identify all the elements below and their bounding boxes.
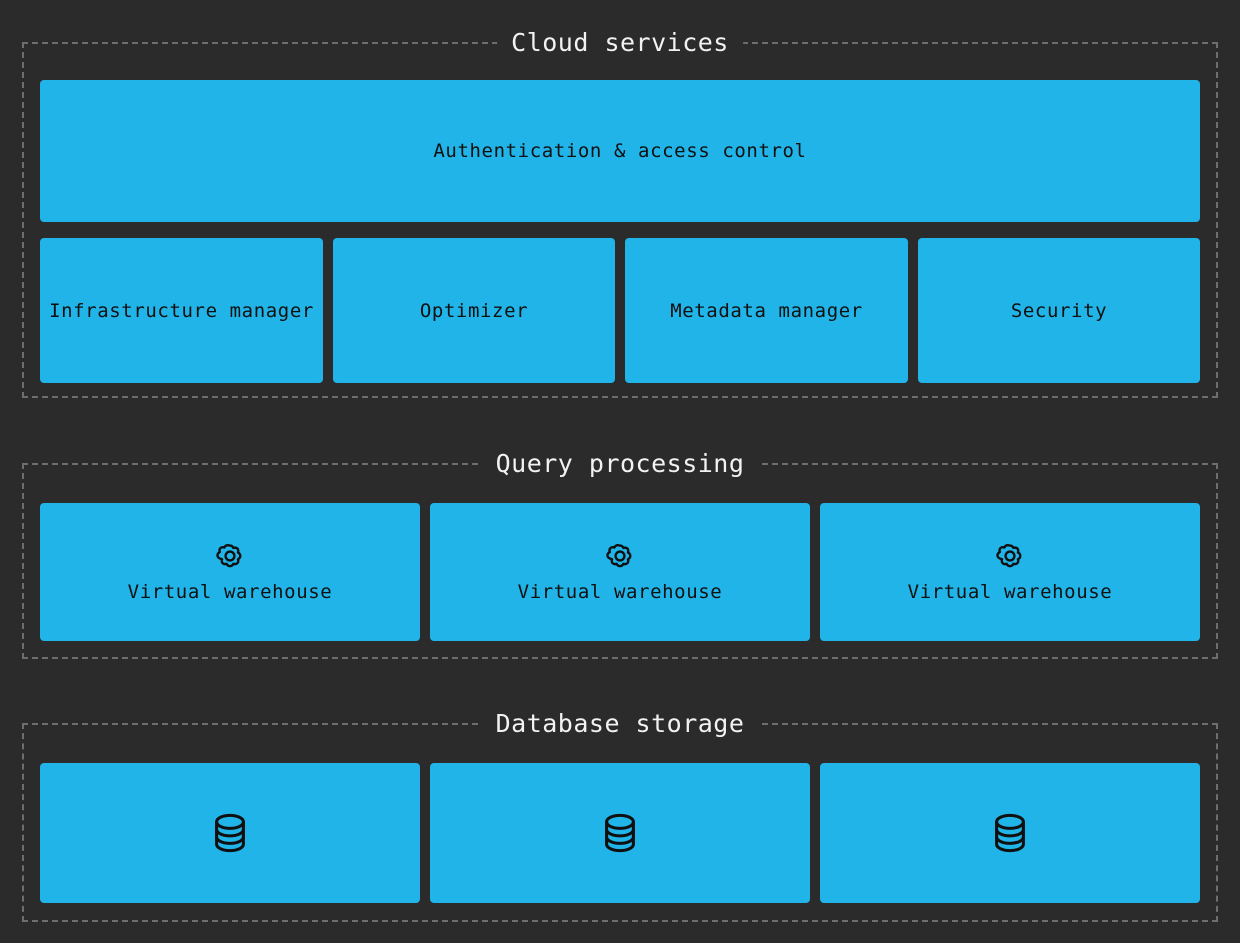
node-security[interactable]: Security (918, 238, 1200, 383)
database-icon (597, 810, 643, 856)
group-title-cloud-services: Cloud services (497, 29, 743, 57)
gear-icon (994, 540, 1026, 572)
group-database-storage: Database storage (22, 710, 1218, 922)
group-query-processing: Query processing (22, 450, 1218, 659)
node-label-optimizer: Optimizer (419, 299, 529, 322)
node-label-virtual-warehouse-2: Virtual warehouse (517, 581, 723, 603)
node-database-storage-2[interactable] (430, 763, 810, 903)
node-optimizer[interactable]: Optimizer (333, 238, 615, 383)
node-label-virtual-warehouse-3: Virtual warehouse (907, 581, 1113, 603)
node-label-security: Security (1010, 299, 1108, 322)
node-virtual-warehouse-3[interactable]: Virtual warehouse (820, 503, 1200, 641)
group-cloud-services: Cloud services (22, 29, 1218, 398)
node-label-infrastructure-manager: Infrastructure manager (49, 299, 314, 322)
gear-icon (604, 540, 636, 572)
gear-icon (214, 540, 246, 572)
group-title-query-processing: Query processing (481, 450, 759, 478)
node-label-virtual-warehouse-1: Virtual warehouse (127, 581, 333, 603)
node-metadata-manager[interactable]: Metadata manager (625, 238, 908, 383)
node-virtual-warehouse-1[interactable]: Virtual warehouse (40, 503, 420, 641)
node-label-authentication-access-control: Authentication & access control (433, 140, 807, 162)
node-virtual-warehouse-2[interactable]: Virtual warehouse (430, 503, 810, 641)
database-icon (987, 810, 1033, 856)
database-icon (207, 810, 253, 856)
group-title-database-storage: Database storage (481, 710, 759, 738)
node-database-storage-1[interactable] (40, 763, 420, 903)
node-authentication-access-control[interactable]: Authentication & access control (40, 80, 1200, 222)
node-label-metadata-manager: Metadata manager (670, 299, 863, 322)
node-database-storage-3[interactable] (820, 763, 1200, 903)
node-infrastructure-manager[interactable]: Infrastructure manager (40, 238, 323, 383)
